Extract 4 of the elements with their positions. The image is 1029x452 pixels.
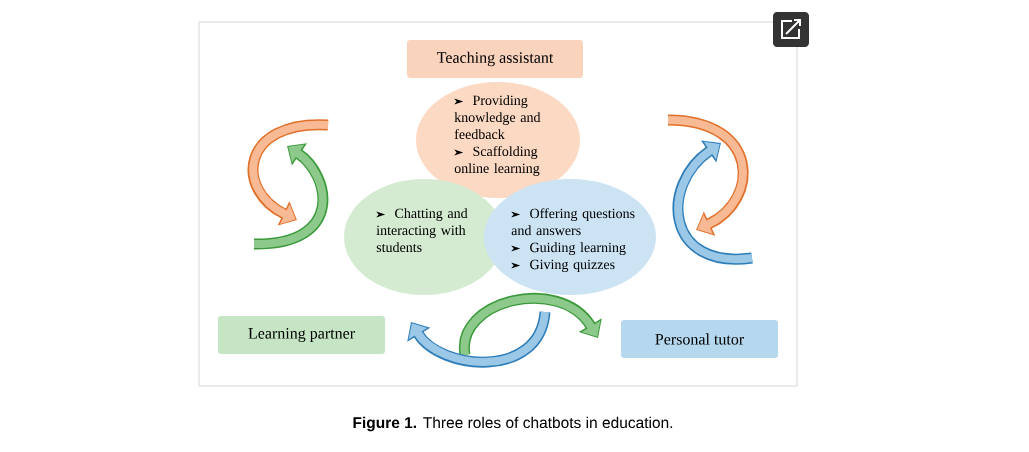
role-box: Teaching assistant: [407, 40, 583, 78]
role-box: Personal tutor: [621, 320, 778, 358]
caption: Figure 1. Three roles of chatbots in education.: [353, 416, 673, 432]
role-box: Learning partner: [218, 316, 385, 354]
